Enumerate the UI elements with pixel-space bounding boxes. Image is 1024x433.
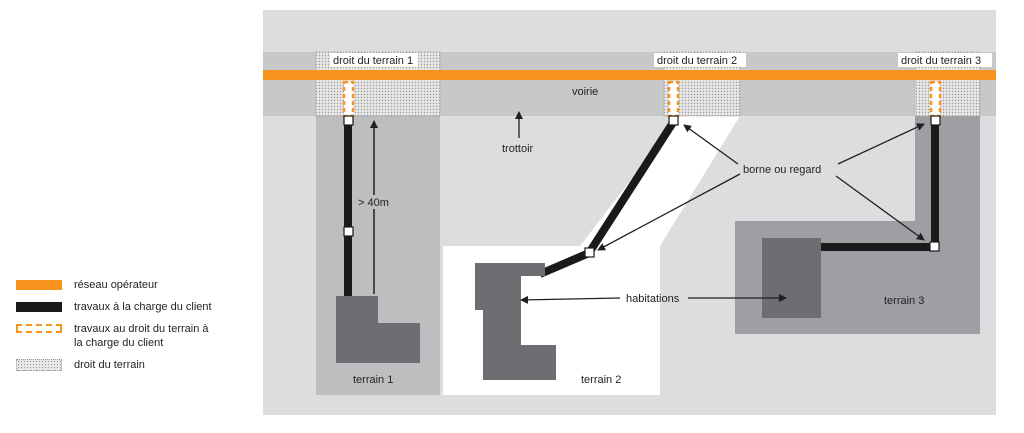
distance-label: > 40m	[358, 197, 389, 209]
dashed-connection-3	[929, 80, 942, 118]
droit-label-1-box	[330, 53, 418, 67]
droit-label-3-box	[898, 53, 992, 67]
house-terrain-2	[475, 263, 556, 380]
terrain-3-label: terrain 3	[884, 295, 924, 307]
borne-2-top	[668, 115, 679, 126]
house-terrain-1	[336, 296, 420, 363]
legend-item-travaux-droit: travaux au droit du terrain à la charge …	[16, 322, 256, 350]
operator-network-line	[263, 70, 996, 80]
legend: réseau opérateur travaux à la charge du …	[16, 278, 256, 380]
terrain-2-label: terrain 2	[581, 374, 621, 386]
borne-3-top	[930, 115, 941, 126]
borne-3-corner	[929, 241, 940, 252]
house-terrain-3	[762, 238, 821, 318]
habitations-pointer-left	[520, 295, 621, 304]
droit-label-2: droit du terrain 2	[657, 55, 737, 67]
legend-swatch-travaux-droit	[16, 324, 62, 333]
legend-label-travaux-droit-1: travaux au droit du terrain à	[74, 323, 209, 335]
legend-item-droit-terrain: droit du terrain	[16, 358, 256, 372]
terrain-1-label: terrain 1	[353, 374, 393, 386]
legend-item-reseau: réseau opérateur	[16, 278, 256, 292]
legend-swatch-travaux-client	[16, 302, 62, 312]
droit-label-2-box	[654, 53, 746, 67]
voirie-label: voirie	[572, 86, 598, 98]
droit-label-3: droit du terrain 3	[901, 55, 981, 67]
dashed-connection-2	[667, 80, 680, 118]
legend-label-travaux-droit-2: la charge du client	[74, 337, 164, 349]
legend-label-droit-terrain: droit du terrain	[74, 359, 145, 371]
borne-1-top	[343, 115, 354, 126]
droit-label-1: droit du terrain 1	[333, 55, 413, 67]
borne-pointer-3	[837, 123, 925, 165]
habitations-label: habitations	[626, 293, 680, 305]
borne-pointer-2	[597, 173, 741, 251]
borne-2-mid	[584, 247, 595, 258]
borne-1-mid	[343, 226, 354, 237]
legend-item-travaux-client: travaux à la charge du client	[16, 300, 256, 314]
legend-label-travaux-client: travaux à la charge du client	[74, 301, 212, 313]
borne-pointer-4	[835, 175, 925, 241]
borne-label: borne ou regard	[743, 164, 821, 176]
distance-label-bg	[356, 195, 394, 209]
trottoir-label: trottoir	[502, 143, 534, 155]
legend-swatch-reseau	[16, 280, 62, 290]
dashed-connection-1	[342, 80, 355, 118]
legend-swatch-droit-terrain	[16, 359, 62, 371]
borne-pointer-1	[683, 124, 739, 165]
legend-label-reseau: réseau opérateur	[74, 279, 158, 291]
